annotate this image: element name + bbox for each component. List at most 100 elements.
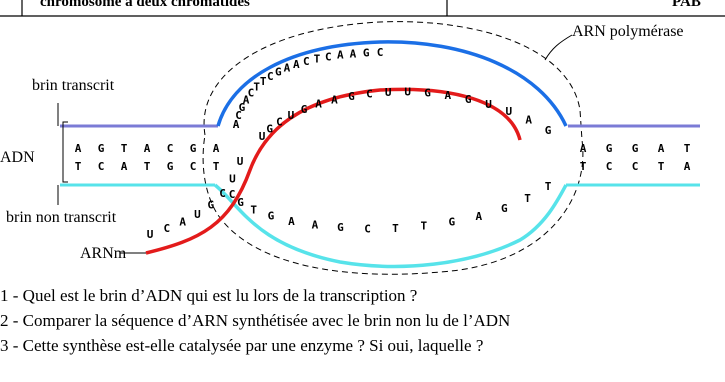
base-template-arc: G bbox=[363, 47, 370, 60]
base-template-arc: G bbox=[275, 65, 282, 78]
base-left-transcribed: A bbox=[75, 142, 82, 155]
base-rna-paired: U bbox=[505, 105, 512, 118]
base-rna-paired: U bbox=[385, 86, 392, 99]
transcription-diagram: chromosome à deux chromatides PAB brin t… bbox=[0, 0, 725, 275]
base-rna-paired: U bbox=[259, 130, 266, 143]
base-template-arc: C bbox=[248, 87, 255, 100]
bubble-non-transcribed-arc bbox=[213, 183, 568, 269]
base-non-transcribed-arc: G bbox=[268, 210, 275, 223]
adn-label: ADN bbox=[0, 149, 35, 166]
question-3: 3 - Cette synthèse est-elle catalysée pa… bbox=[0, 336, 484, 355]
base-template-arc: C bbox=[377, 46, 384, 59]
brin-non-transcrit-label: brin non transcrit bbox=[6, 209, 117, 226]
base-template-arc: C bbox=[303, 55, 310, 68]
base-left-transcribed: G bbox=[98, 142, 105, 155]
base-left-transcribed: T bbox=[121, 142, 128, 155]
base-right-transcribed: A bbox=[658, 142, 665, 155]
adn-bracket bbox=[62, 121, 68, 183]
base-rna-tail: U bbox=[147, 228, 154, 241]
base-right-non-transcribed: C bbox=[606, 160, 613, 173]
base-rna-tail: U bbox=[229, 173, 236, 186]
base-rna-paired: G bbox=[545, 124, 552, 137]
base-template-arc: A bbox=[243, 94, 250, 107]
mrna-strand bbox=[145, 87, 522, 255]
base-rna-paired: G bbox=[266, 122, 273, 135]
base-non-transcribed-arc: A bbox=[475, 210, 482, 223]
base-right-transcribed: G bbox=[632, 142, 639, 155]
base-rna-tail: U bbox=[194, 208, 201, 221]
base-left-transcribed: A bbox=[144, 142, 151, 155]
header-left-text: chromosome à deux chromatides bbox=[40, 0, 250, 10]
base-non-transcribed-arc: G bbox=[337, 221, 344, 234]
base-left-transcribed: C bbox=[167, 142, 174, 155]
base-non-transcribed-arc: A bbox=[288, 215, 295, 228]
base-left-non-transcribed: A bbox=[121, 160, 128, 173]
base-right-non-transcribed: A bbox=[684, 160, 691, 173]
base-rna-paired: G bbox=[465, 93, 472, 106]
base-right-transcribed: G bbox=[606, 142, 613, 155]
base-non-transcribed-arc: T bbox=[545, 180, 552, 193]
arnm-label: ARNm bbox=[80, 245, 127, 262]
base-rna-paired: U bbox=[404, 86, 411, 99]
base-template-arc: A bbox=[293, 58, 300, 71]
base-rna-paired: A bbox=[331, 93, 338, 106]
bubble-transcribed-arc bbox=[216, 40, 568, 127]
base-rna-paired: A bbox=[444, 89, 451, 102]
base-non-transcribed-arc: T bbox=[420, 220, 427, 233]
brin-transcrit-label: brin transcrit bbox=[32, 77, 115, 94]
base-non-transcribed-arc: C bbox=[364, 222, 371, 235]
base-rna-paired: A bbox=[315, 98, 322, 111]
base-right-non-transcribed: T bbox=[658, 160, 665, 173]
base-rna-paired: U bbox=[288, 109, 295, 122]
base-non-transcribed-arc: G bbox=[237, 196, 244, 209]
base-right-transcribed: A bbox=[580, 142, 587, 155]
base-template-arc: C bbox=[235, 109, 242, 122]
question-2: 2 - Comparer la séquence d’ARN synthétis… bbox=[0, 311, 511, 330]
base-template-arc: A bbox=[350, 47, 357, 60]
base-rna-paired: G bbox=[424, 87, 431, 100]
base-rna-tail: G bbox=[208, 199, 215, 212]
base-template-arc: T bbox=[253, 80, 260, 93]
base-right-non-transcribed: T bbox=[580, 160, 587, 173]
base-rna-paired: A bbox=[525, 114, 532, 127]
base-non-transcribed-arc: T bbox=[250, 203, 257, 216]
base-left-non-transcribed: T bbox=[75, 160, 82, 173]
questions-block: 1 - Quel est le brin d’ADN qui est lu lo… bbox=[0, 283, 725, 358]
arn-polymerase-label: ARN polymérase bbox=[572, 23, 684, 40]
base-template-arc: A bbox=[233, 118, 240, 131]
base-right-transcribed: T bbox=[684, 142, 691, 155]
base-left-non-transcribed: T bbox=[144, 160, 151, 173]
base-rna-tail: U bbox=[237, 155, 244, 168]
header-table: chromosome à deux chromatides PAB bbox=[0, 0, 725, 17]
base-left-non-transcribed: G bbox=[167, 160, 174, 173]
base-template-arc: C bbox=[325, 50, 332, 63]
base-rna-paired: G bbox=[348, 90, 355, 103]
base-left-non-transcribed: C bbox=[98, 160, 105, 173]
base-rna-tail: C bbox=[219, 187, 226, 200]
base-template-arc: A bbox=[337, 49, 344, 62]
base-template-arc: T bbox=[260, 75, 267, 88]
base-template-arc: A bbox=[284, 61, 291, 74]
question-1: 1 - Quel est le brin d’ADN qui est lu lo… bbox=[0, 286, 418, 305]
base-template-arc: C bbox=[267, 70, 274, 83]
base-non-transcribed-arc: G bbox=[501, 202, 508, 215]
base-rna-tail: A bbox=[179, 216, 186, 229]
base-rna-paired: C bbox=[276, 115, 283, 128]
base-rna-tail: C bbox=[163, 222, 170, 235]
base-left-non-transcribed: C bbox=[190, 160, 197, 173]
base-rna-paired: G bbox=[301, 103, 308, 116]
base-non-transcribed-arc: T bbox=[392, 222, 399, 235]
base-left-non-transcribed: T bbox=[213, 160, 220, 173]
header-right-text: PAB bbox=[672, 0, 701, 10]
arn-polymerase-pointer bbox=[544, 34, 573, 61]
base-left-transcribed: G bbox=[190, 142, 197, 155]
base-non-transcribed-arc: A bbox=[312, 219, 319, 232]
base-rna-paired: C bbox=[366, 87, 373, 100]
base-rna-paired: U bbox=[485, 98, 492, 111]
base-template-arc: T bbox=[314, 52, 321, 65]
base-left-transcribed: A bbox=[213, 142, 220, 155]
base-template-arc: G bbox=[239, 101, 246, 114]
base-right-non-transcribed: C bbox=[632, 160, 639, 173]
base-non-transcribed-arc: T bbox=[524, 192, 531, 205]
